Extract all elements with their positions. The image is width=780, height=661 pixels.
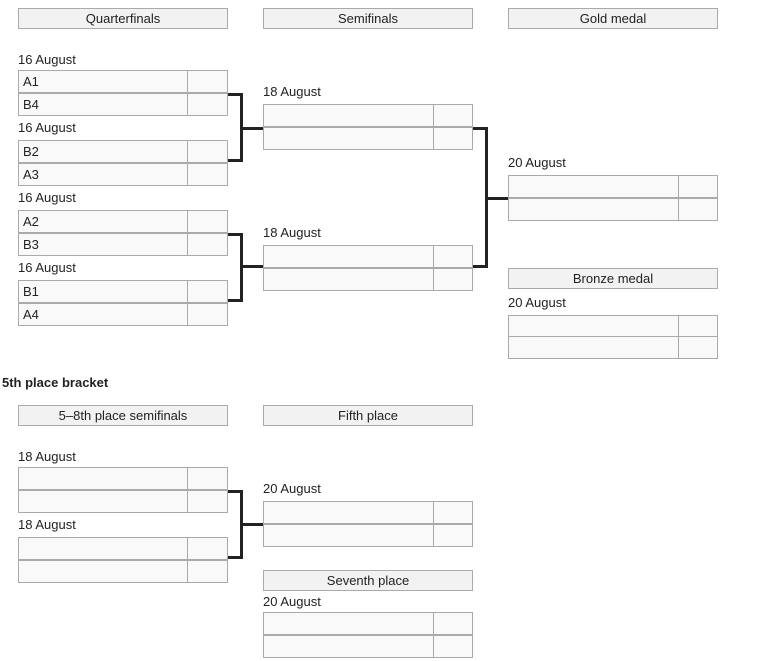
fifth-sf1-team2	[18, 490, 188, 513]
connector-line	[473, 265, 487, 268]
bronze-score1	[678, 315, 718, 338]
qf3-score2	[187, 233, 228, 256]
connector-line	[240, 523, 263, 526]
connector-line	[240, 127, 263, 130]
qf1-team1: A1	[18, 70, 188, 93]
header-quarterfinals: Quarterfinals	[18, 8, 228, 29]
bronze-team2	[508, 336, 679, 359]
qf3-team1: A2	[18, 210, 188, 233]
connector-line	[228, 556, 242, 559]
fifth-sf1-team1	[18, 467, 188, 490]
header-bronze-medal: Bronze medal	[508, 268, 718, 289]
sf1-score2	[433, 127, 473, 150]
qf3-team2: B3	[18, 233, 188, 256]
qf1-score2	[187, 93, 228, 116]
bronze-team1	[508, 315, 679, 338]
fifth-sf1-date: 18 August	[18, 449, 76, 464]
gold-date: 20 August	[508, 155, 566, 170]
qf4-team2: A4	[18, 303, 188, 326]
connector-line	[228, 299, 242, 302]
seventh-team1	[263, 612, 434, 635]
qf4-date: 16 August	[18, 260, 76, 275]
connector-line	[228, 159, 242, 162]
fifth-score1	[433, 501, 473, 524]
qf4-score1	[187, 280, 228, 303]
fifth-sf2-team1	[18, 537, 188, 560]
gold-score2	[678, 198, 718, 221]
gold-team2	[508, 198, 679, 221]
qf4-score2	[187, 303, 228, 326]
fifth-team2	[263, 524, 434, 547]
fifth-team1	[263, 501, 434, 524]
connector-line	[240, 265, 263, 268]
qf2-team2: A3	[18, 163, 188, 186]
fifth-sf2-date: 18 August	[18, 517, 76, 532]
fifth-score2	[433, 524, 473, 547]
gold-score1	[678, 175, 718, 198]
sf2-team1	[263, 245, 434, 268]
header-fifth-place: Fifth place	[263, 405, 473, 426]
qf3-score1	[187, 210, 228, 233]
fifth-sf2-team2	[18, 560, 188, 583]
fifth-date: 20 August	[263, 481, 321, 496]
connector-line	[228, 233, 242, 236]
sf2-score2	[433, 268, 473, 291]
fifth-sf2-score2	[187, 560, 228, 583]
qf4-team1: B1	[18, 280, 188, 303]
bronze-score2	[678, 336, 718, 359]
connector-line	[473, 127, 487, 130]
fifth-sf1-score1	[187, 467, 228, 490]
header-seventh-place: Seventh place	[263, 570, 473, 591]
sf1-team1	[263, 104, 434, 127]
header-fifth-bracket-semifinals: 5–8th place semifinals	[18, 405, 228, 426]
bronze-date: 20 August	[508, 295, 566, 310]
seventh-score2	[433, 635, 473, 658]
sf2-team2	[263, 268, 434, 291]
sf2-date: 18 August	[263, 225, 321, 240]
connector-line	[485, 197, 508, 200]
section-title-fifth-place-bracket: 5th place bracket	[2, 375, 109, 390]
connector-line	[228, 490, 242, 493]
sf2-score1	[433, 245, 473, 268]
header-gold-medal: Gold medal	[508, 8, 718, 29]
sf1-team2	[263, 127, 434, 150]
fifth-sf1-score2	[187, 490, 228, 513]
qf2-team1: B2	[18, 140, 188, 163]
connector-line	[228, 93, 242, 96]
seventh-date: 20 August	[263, 594, 321, 609]
qf1-score1	[187, 70, 228, 93]
gold-team1	[508, 175, 679, 198]
qf2-score1	[187, 140, 228, 163]
fifth-sf2-score1	[187, 537, 228, 560]
sf1-date: 18 August	[263, 84, 321, 99]
header-semifinals: Semifinals	[263, 8, 473, 29]
qf2-date: 16 August	[18, 120, 76, 135]
qf1-team2: B4	[18, 93, 188, 116]
qf3-date: 16 August	[18, 190, 76, 205]
qf1-date: 16 August	[18, 52, 76, 67]
qf2-score2	[187, 163, 228, 186]
seventh-team2	[263, 635, 434, 658]
seventh-score1	[433, 612, 473, 635]
sf1-score1	[433, 104, 473, 127]
